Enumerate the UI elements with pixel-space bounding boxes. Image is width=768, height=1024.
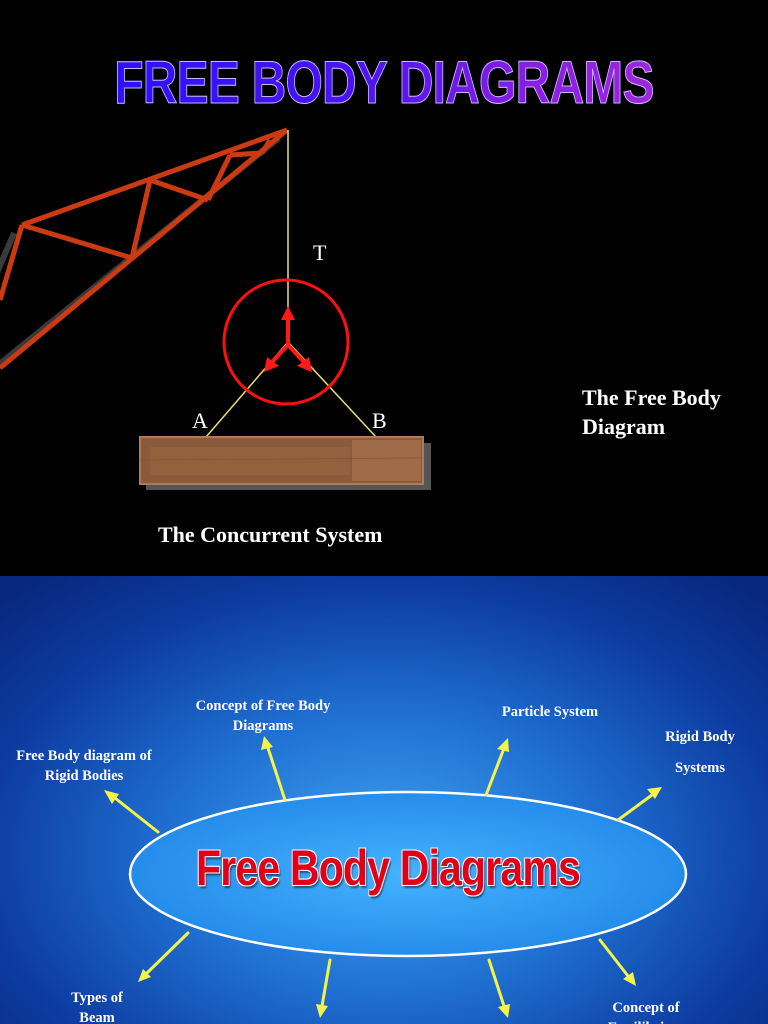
topic-rigid-body-line2: Systems — [675, 760, 725, 776]
free-body-circle — [222, 278, 350, 406]
label-tension: T — [313, 240, 327, 265]
crane-diagram — [0, 127, 431, 490]
arrow-concept-fbd — [266, 746, 287, 802]
beam — [139, 436, 431, 490]
topic-concept-of-equilibrium[interactable]: Concept of Equilibrium — [608, 1000, 685, 1024]
force-arrows — [264, 306, 312, 372]
topic-map-diagram — [104, 736, 688, 1018]
crane-truss — [0, 127, 289, 370]
topic-concept-of-fbd[interactable]: Concept of Free Body Diagrams — [195, 698, 331, 734]
arrow-fbd-rigid-bodies — [113, 796, 160, 834]
arrow-rigid-body-systems — [616, 793, 654, 822]
label-point-a: A — [192, 408, 208, 433]
slide-title: FREE BODY DIAGRAMS — [77, 48, 691, 117]
topic-rigid-body-systems[interactable]: Rigid Body Systems — [645, 727, 755, 778]
arrow-equilibrium — [598, 938, 630, 978]
arrow-lower-left — [320, 958, 332, 1008]
arrow-particle-system — [484, 749, 505, 797]
topic-types-of-beam[interactable]: Types of Beam — [71, 990, 123, 1024]
label-point-b: B — [372, 408, 387, 433]
arrow-lower-right — [487, 958, 506, 1008]
hub-title: Free Body Diagrams — [196, 840, 581, 896]
hub-ellipse — [128, 790, 688, 958]
topic-fbd-rigid-bodies[interactable]: Free Body diagram of Rigid Bodies — [16, 748, 152, 784]
caption-free-body-diagram: The Free Body Diagram — [582, 385, 721, 439]
topic-rigid-body-line1: Rigid Body — [665, 729, 735, 745]
topic-particle-system[interactable]: Particle System — [501, 704, 599, 720]
arrow-types-of-beam — [145, 931, 190, 975]
slide-concurrent-system: FREE BODY DIAGRAMS — [0, 48, 721, 547]
slide-topic-map: Free Body Diagrams Concept of Free Body … — [0, 576, 768, 1024]
connector-arrows — [104, 736, 662, 1018]
caption-concurrent-system: The Concurrent System — [158, 522, 383, 547]
